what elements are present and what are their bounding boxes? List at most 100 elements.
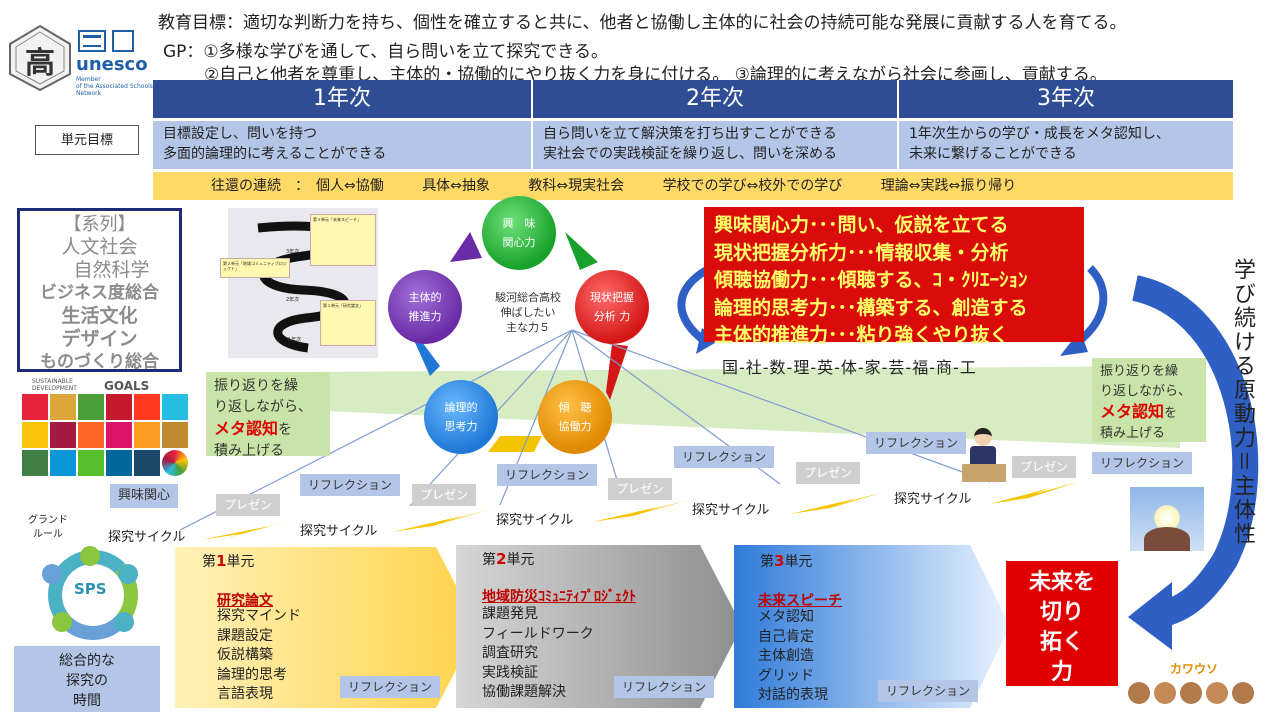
aspnet-icon [112, 30, 134, 52]
unesco-sub3: Network [76, 90, 102, 97]
unesco-temple-icon [78, 30, 106, 52]
year-1-goal-line2: 多面的論理的に考えることができる [163, 146, 387, 162]
integrated-inquiry-label: 総合的な 探究の 時間 [14, 646, 160, 712]
skill-line-1: 興味関心力･･･問い、仮説を立てる [714, 214, 1009, 236]
series-box: 【系列】 人文社会 自然科学 ビジネス度総合 生活文化 デザイン ものづくり総合 [17, 208, 182, 372]
reflection-label-4: リフレクション [866, 432, 967, 454]
spiral-note-3: 第３単元「未来スピーチ」 [310, 214, 376, 266]
sdgs-goals-word: GOALS [104, 379, 150, 393]
bolt-5-icon [990, 482, 1078, 504]
skill-line-3: 傾聴協働力･･･傾聴する、ｺ・ｸﾘｴｰｼｮﾝ [714, 269, 1028, 291]
gp-line-1: GP：①多様な学びを通して、自ら問いを立て探究できる。 [163, 42, 608, 62]
skill-line-4: 論理的思考力･･･構築する、創造する [714, 296, 1028, 319]
sdg-15-icon [78, 450, 104, 476]
unit-1-items: 探究マインド 課題設定 仮説構築 論理的思考 言語表現 [217, 607, 301, 705]
unit-1-item: 探究マインド [217, 608, 301, 624]
unesco-sub1: Member [76, 76, 101, 83]
sdg-4-icon [106, 394, 132, 420]
spiral-image: 第３単元「未来スピーチ」 第２単元「地域コミュニティプロジェクト」 第１単元「研… [220, 208, 378, 358]
otter-icon [1180, 682, 1202, 704]
year-2-header: 2年次 [533, 80, 899, 118]
bolt-4-icon [790, 492, 884, 514]
year-3-goal-line1: 1年次生からの学び・成長をメタ認知し、 [909, 126, 1170, 142]
sps-left-icon [42, 564, 62, 584]
sps-diagram: SPS [18, 546, 160, 642]
reflection-label-1: リフレクション [300, 474, 401, 496]
presenter-illustration [962, 428, 1006, 486]
series-item-design: デザイン [61, 328, 138, 350]
five-skills-panel: 興味関心力･･･問い、仮説を立てる 現状把握分析力･･･情報収集・分析 傾聴協働… [704, 207, 1084, 346]
unesco-sub2: of the Associated Schools [76, 83, 153, 90]
year-2-goal: 自ら問いを立て解決策を打ち出すことができる 実社会での実践検証を繰り返し、問いを… [533, 121, 899, 169]
spiral-year-2: 2年次 [286, 297, 300, 303]
sdg-17-icon [134, 450, 160, 476]
connector-green [565, 232, 598, 270]
unit-1-item: 仮説構築 [217, 647, 273, 663]
unit-1-item: 言語表現 [217, 686, 273, 702]
sdg-7-icon [22, 422, 48, 448]
meta-box-right: 振り返りを繰 り返しながら、 メタ認知を 積み上げる [1092, 358, 1206, 442]
unit-goal-label: 単元目標 [35, 125, 139, 155]
unit-3-title: 第3単元 [760, 552, 813, 570]
unit-2-item: フィールドワーク [482, 625, 594, 642]
band-item-1: 往還の連続 ： 個人⇔協働 [211, 178, 384, 194]
sdg-wheel-icon [162, 450, 188, 476]
sdgs-title-1: SUSTAINABLE [32, 378, 73, 385]
otter-icon [1232, 682, 1254, 704]
sdgs-icon-grid [22, 394, 188, 476]
unit-1-item: 論理的思考 [217, 666, 287, 683]
band-item-2: 具体⇔抽象 [422, 178, 490, 194]
unit-3-item: グリッド [758, 667, 814, 684]
cycle-label-3: 探究サイクル [496, 513, 574, 528]
series-item-life-culture: 生活文化 [61, 305, 138, 327]
year-2-goal-line2: 実社会での実践検証を繰り返し、問いを深める [543, 146, 837, 162]
cycle-label-2: 探究サイクル [300, 524, 378, 539]
sps-label: SPS [74, 580, 107, 598]
sdg-3-icon [78, 394, 104, 420]
arrow-left-curve [677, 264, 713, 346]
sps-right-icon [118, 564, 138, 584]
spiral-year-3: 3年次 [286, 249, 300, 255]
sps-bottom-right-icon [114, 612, 134, 632]
mascot-name: カワウソ [1170, 662, 1219, 676]
subjects-list: 国‐社‐数‐理‐英‐体‐家‐芸‐福‐商‐工 [722, 358, 977, 377]
spiral-note-2-title: 第２単元「地域コミュニティプロジェクト」 [223, 261, 287, 271]
otter-icon [1206, 682, 1228, 704]
series-title: 【系列】 [63, 214, 136, 235]
reflection-label-5: リフレクション [1092, 452, 1193, 474]
meta-box-left: 振り返りを繰 り返しながら、 メタ認知を 積み上げる [206, 372, 330, 459]
series-item-business: ビジネス度総合 [40, 283, 159, 303]
year-3-goal: 1年次生からの学び・成長をメタ認知し、 未来に繋げることができる [899, 121, 1233, 169]
sdgs-panel: SUSTAINABLE DEVELOPMENT GOALS [22, 378, 192, 478]
sdg-8-icon [50, 422, 76, 448]
sunrise-hands-image [1130, 487, 1204, 551]
spiral-year-1: 1年次 [288, 337, 302, 343]
sdg-14-icon [50, 450, 76, 476]
sdg-1-icon [22, 394, 48, 420]
big-arc-arrow [1131, 275, 1259, 628]
otter-icon [1154, 682, 1176, 704]
unit-2-title: 第2単元 [482, 550, 535, 568]
unit-2-reflection: リフレクション [614, 676, 715, 698]
unit-3-main: 未来スピーチ [758, 593, 842, 609]
band-item-3: 教科⇔現実社会 [528, 178, 625, 194]
mascot-illustration: カワウソ [1124, 660, 1274, 716]
presen-label-3: プレゼン [608, 478, 673, 500]
series-item-humanities: 人文社会 [61, 236, 138, 258]
unit-2-item: 課題発見 [482, 606, 538, 622]
unit-1-panel [175, 547, 478, 708]
band-item-5: 理論⇔実践⇔振り帰り [880, 178, 1017, 194]
circle-grasp-analysis: 現状把握分析 力 [575, 270, 649, 344]
cycle-label-5: 探究サイクル [894, 492, 972, 507]
sdg-13-icon [22, 450, 48, 476]
unit-2-items: 課題発見 フィールドワーク 調査研究 実践検証 協働課題解決 [482, 605, 594, 703]
sdg-10-icon [106, 422, 132, 448]
unesco-text: unesco [76, 54, 148, 75]
circle-listening-collab: 傾 聴協働力 [538, 380, 612, 454]
cycle-label-4: 探究サイクル [692, 503, 770, 518]
skill-line-2: 現状把握分析力･･･情報収集・分析 [714, 241, 1009, 264]
circle-logical-thinking: 論理的思考力 [424, 380, 498, 454]
